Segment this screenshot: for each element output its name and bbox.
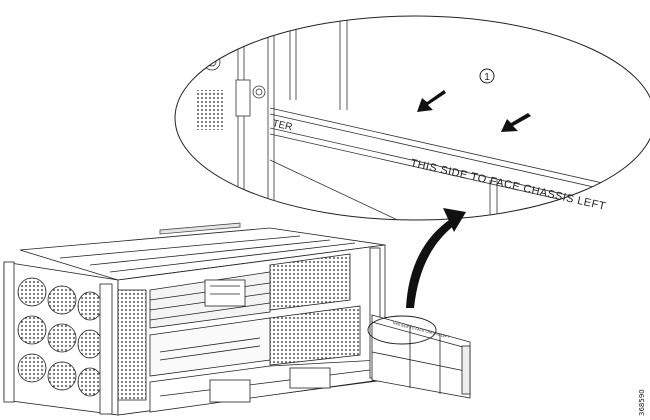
callout-number: 1 xyxy=(484,72,490,83)
fan-grille-icon xyxy=(17,277,103,397)
panel-label-fragment: TER xyxy=(271,118,293,133)
chassis xyxy=(3,222,386,416)
figure-id-text: 368590 xyxy=(638,389,646,416)
detail-source-marker xyxy=(367,315,437,345)
figure-id: 368590 xyxy=(638,376,648,416)
callout-circle xyxy=(479,68,495,84)
zoom-pointer-arrow xyxy=(406,208,466,308)
air-filter: THIS SIDE TO FACE CHASSIS LEFT xyxy=(371,314,471,399)
magnified-detail-view: 1 THIS SIDE TO FACE CHASSIS LEFT TER xyxy=(174,15,650,221)
slide-arrow-icon xyxy=(501,113,531,132)
slide-arrow-icon xyxy=(417,90,446,112)
